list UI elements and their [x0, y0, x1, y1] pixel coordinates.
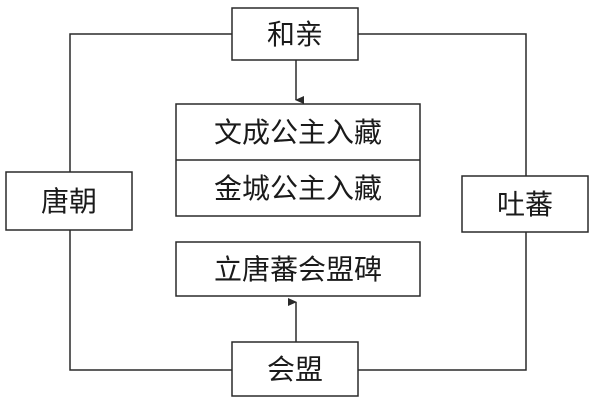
connector-heqin-to-tubo	[358, 33, 527, 176]
node-heqin: 和亲	[231, 7, 359, 61]
node-beiwen: 立唐蕃会盟碑	[175, 241, 421, 297]
node-beiwen-label: 立唐蕃会盟碑	[214, 253, 382, 286]
node-jincheng-label: 金城公主入藏	[214, 172, 382, 205]
node-huimeng-label: 会盟	[267, 353, 323, 386]
connector-heqin-to-tang	[69, 33, 232, 172]
node-tang: 唐朝	[5, 171, 133, 231]
connector-tang-to-huimeng	[69, 230, 232, 371]
connector-tubo-to-huimeng	[358, 232, 527, 371]
node-huimeng: 会盟	[231, 341, 359, 397]
node-princess-group: 文成公主入藏 金城公主入藏	[175, 103, 421, 217]
node-heqin-label: 和亲	[267, 18, 323, 51]
node-tubo: 吐蕃	[461, 175, 589, 233]
node-wencheng-label: 文成公主入藏	[214, 116, 382, 149]
node-tang-label: 唐朝	[41, 185, 97, 218]
node-tubo-label: 吐蕃	[497, 188, 553, 221]
